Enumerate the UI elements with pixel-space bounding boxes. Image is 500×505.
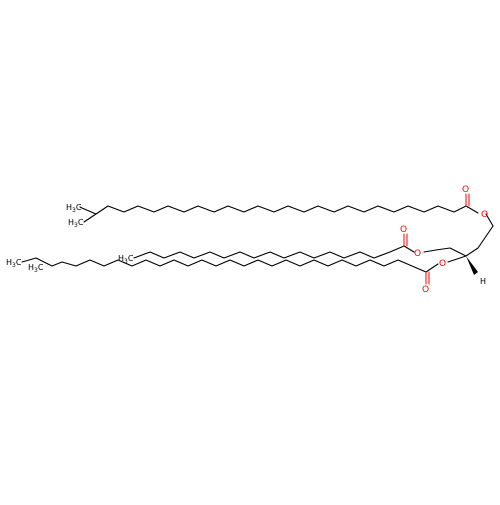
methyl-middle: H3C [118,254,134,265]
chain-bottom [35,257,439,273]
ester-top-bond [485,213,494,227]
methyl-bottom-ethyl: H3C [6,258,22,269]
branch-top-a [79,206,83,209]
stereo-wedge [466,256,478,275]
oxygen-carbonyl-middle: O [400,225,407,235]
chain-middle [133,245,415,259]
oxygen-ester-top: O [481,210,488,220]
ethyl-branch [21,257,37,263]
oxygen-ester-bottom: O [439,259,446,269]
ester-bottom-bond [447,255,467,263]
methyl-top-b: H3C [68,218,84,229]
branch-top-b [83,213,97,223]
methyl-top-a: H3C [66,203,82,214]
chain-top [81,205,479,215]
oxygen-ester-middle: O [414,249,421,259]
oxygen-carbonyl-top: O [462,185,469,195]
glycerol-backbone [435,225,494,257]
oxygen-carbonyl-bottom: O [422,285,429,295]
hydrogen-stereo: H [480,277,486,286]
ester-middle-bond [423,249,437,253]
methyl-bottom-branch: H3C [28,263,44,274]
